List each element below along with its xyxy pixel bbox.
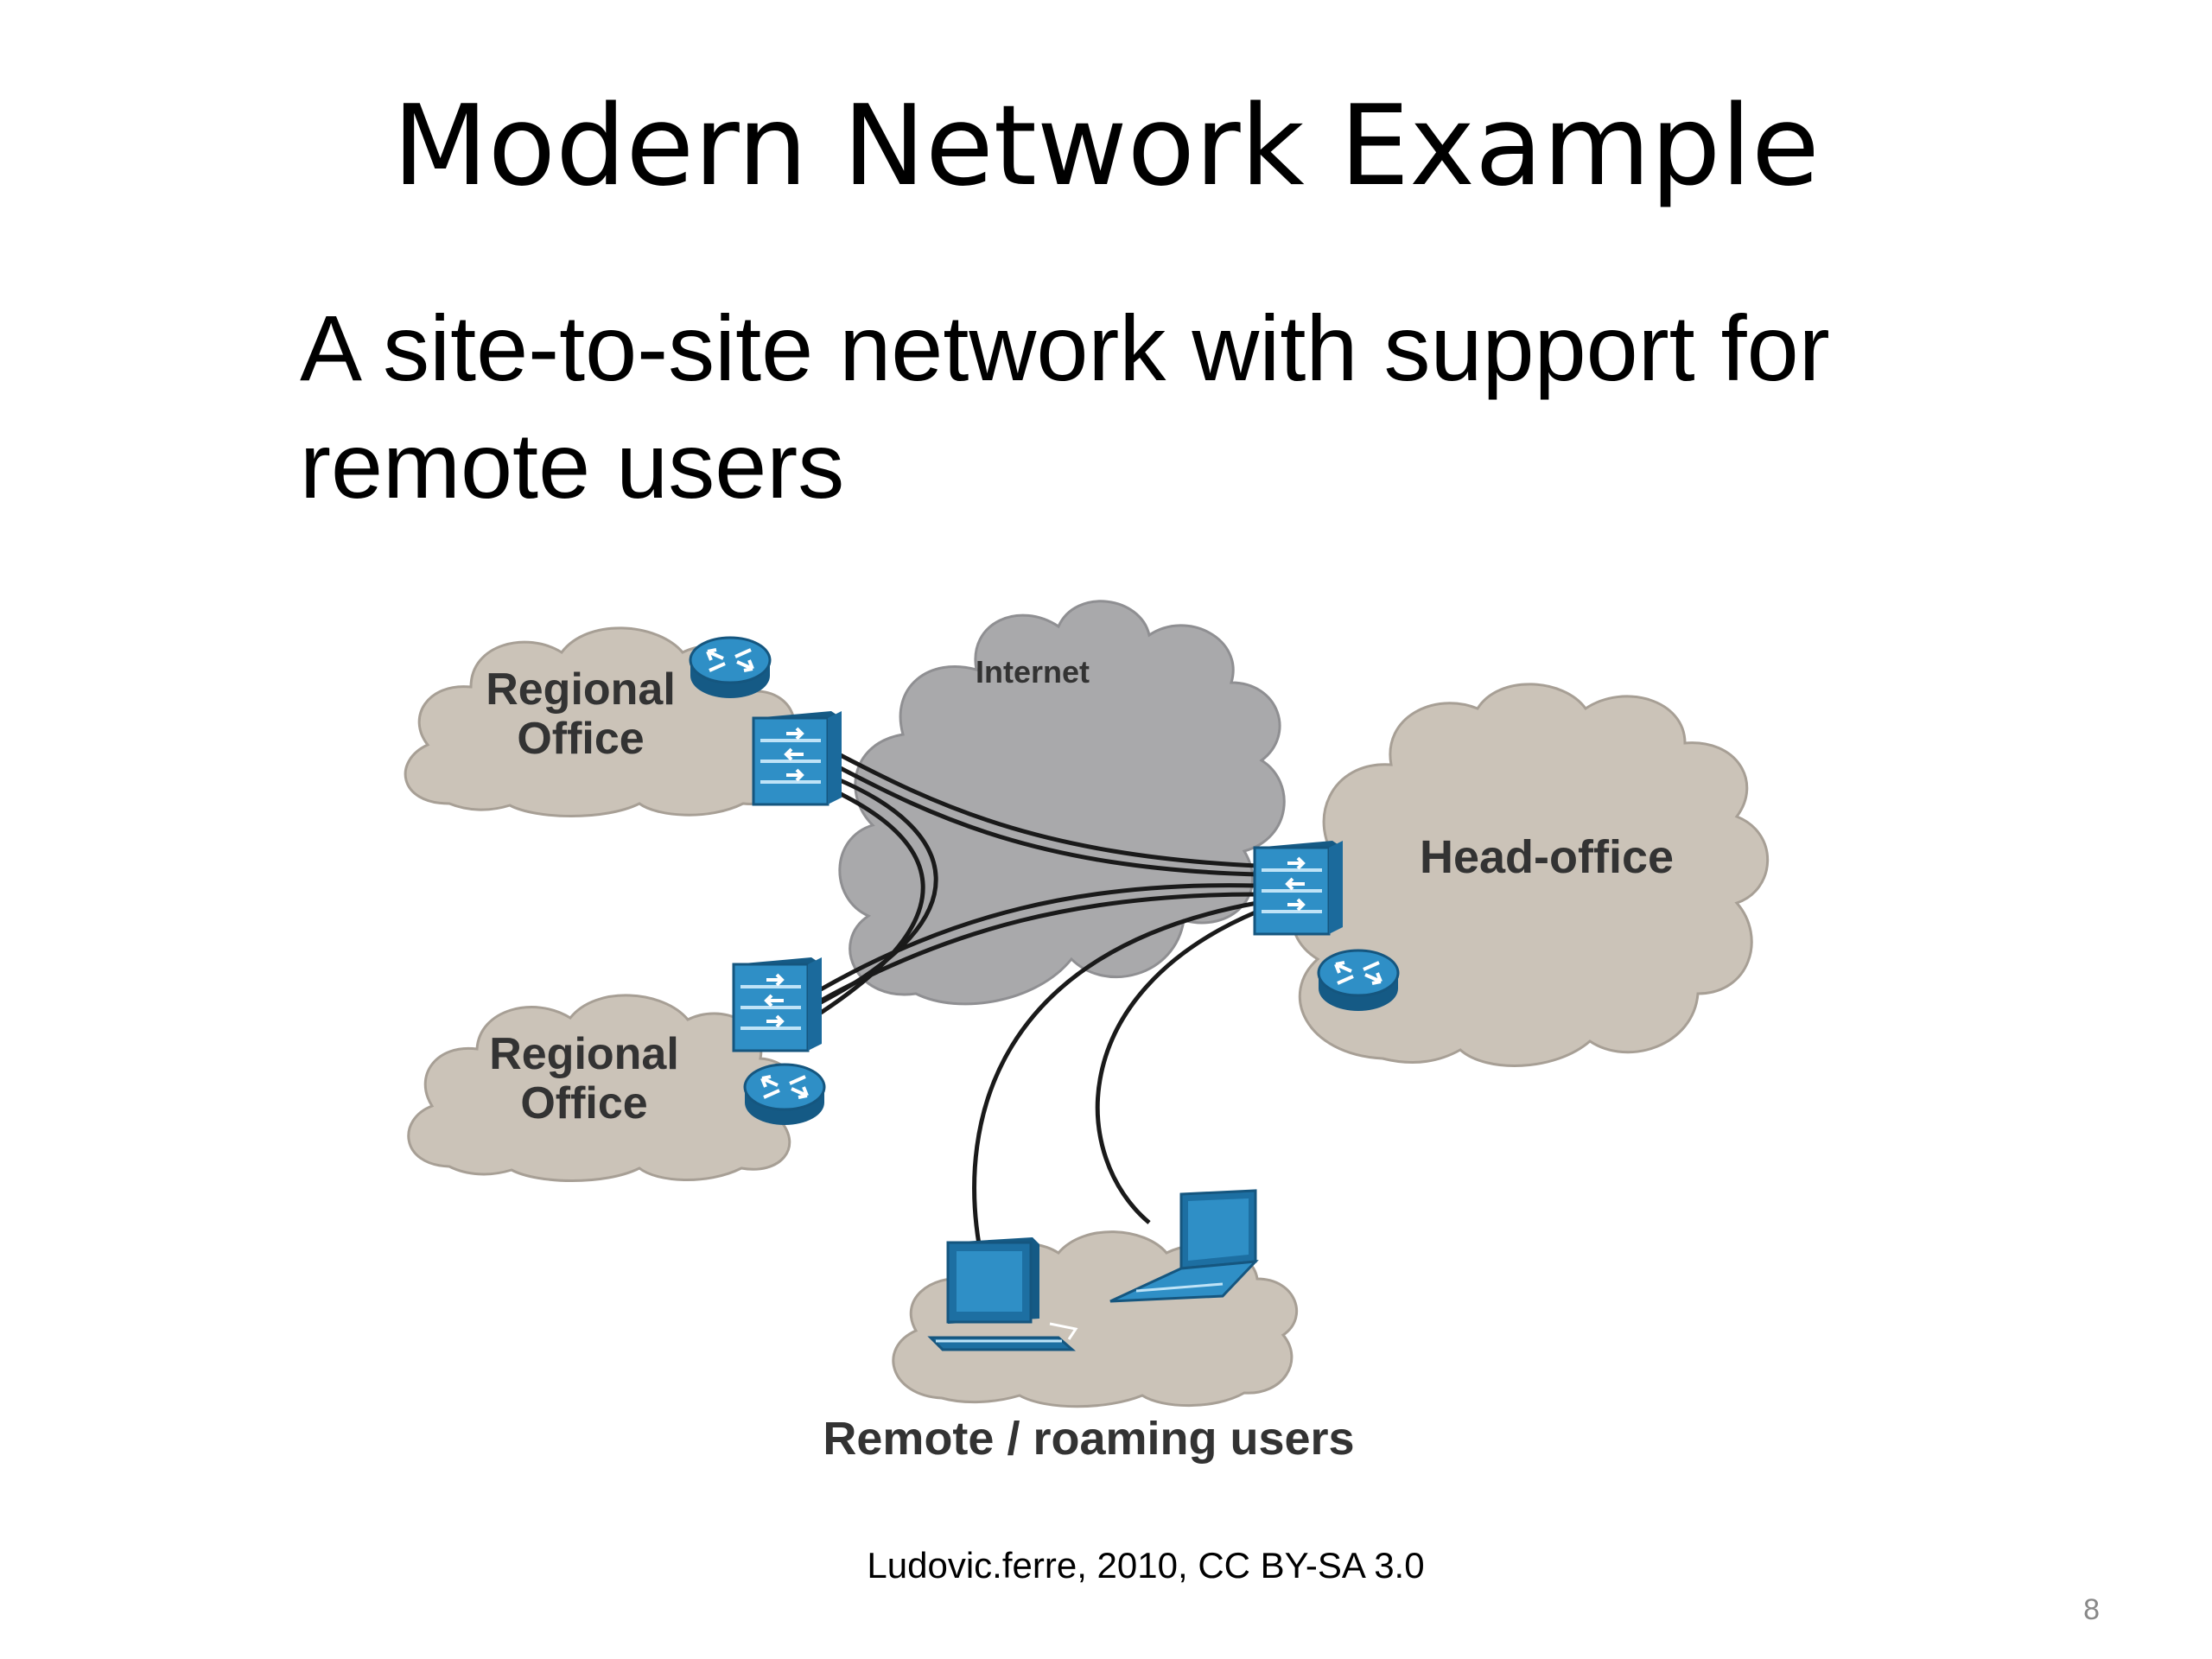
firewall-icon [1253,839,1344,936]
page-number: 8 [2083,1593,2100,1626]
laptop-icon [927,1237,1078,1351]
head-office-cloud: Head-office [1290,683,1770,1067]
internet-cloud: Internet [838,600,1286,1006]
router-icon [743,1063,826,1127]
regional-office-top-label-line2: Office [517,714,644,764]
internet-label: Internet [976,654,1090,690]
regional-office-bottom-label-line2: Office [520,1078,647,1128]
regional-office-bottom-cloud: Regional Office [407,994,800,1182]
router-icon [1317,949,1400,1013]
slide-title: Modern Network Example [392,82,1820,211]
head-office-label: Head-office [1420,831,1674,883]
remote-users-cloud: Remote / roaming users [823,1230,1355,1465]
laptop-icon [1109,1189,1259,1303]
connection-lines [819,749,1258,1245]
remote-users-label: Remote / roaming users [823,1413,1354,1465]
image-credit: Ludovic.ferre, 2010, CC BY-SA 3.0 [867,1545,1425,1586]
slide-subtitle: A site-to-site network with support for … [300,296,1830,518]
regional-office-top-label-line1: Regional [486,664,676,715]
router-icon [689,636,772,700]
regional-office-bottom-label-line1: Regional [489,1029,679,1079]
firewall-icon [732,956,823,1052]
firewall-icon [752,709,843,806]
